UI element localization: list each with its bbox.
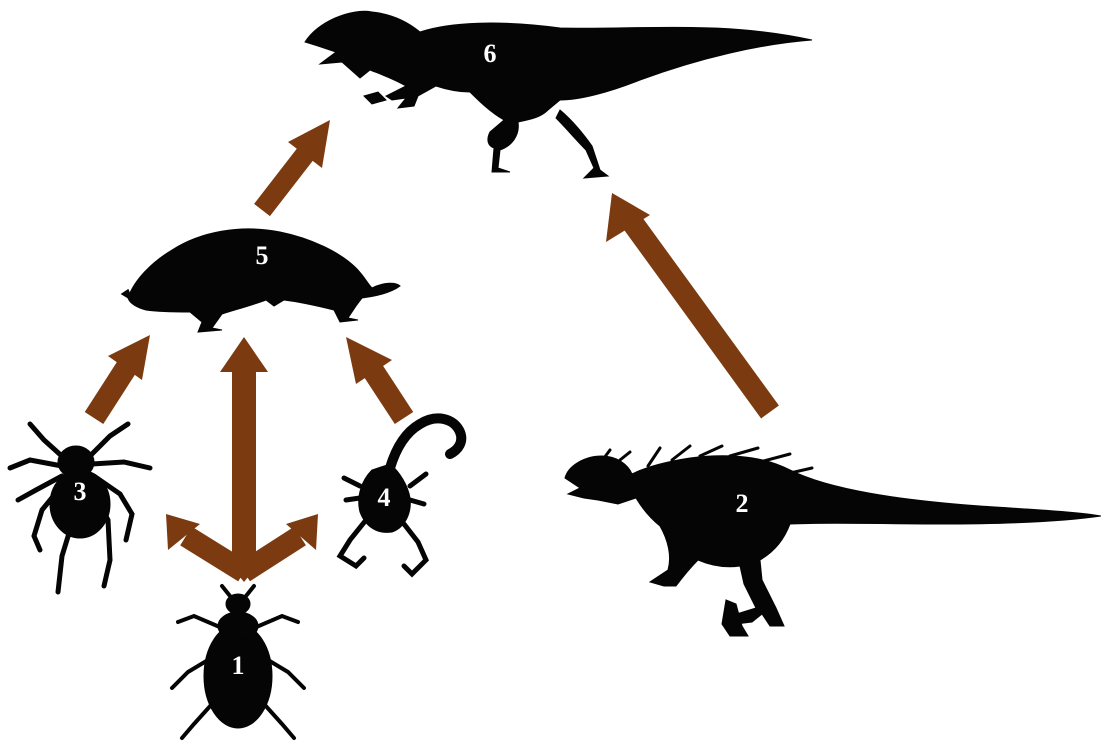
arrow-small-dinosaur-to-large-dinosaur <box>606 193 770 412</box>
arrow-beetle-to-mammal <box>220 337 268 568</box>
arrow-spider-to-mammal <box>94 335 150 418</box>
arrow-mammal-to-large-dinosaur <box>262 120 330 210</box>
label-spider: 3 <box>74 477 87 506</box>
scorpion-icon <box>340 418 461 574</box>
label-scorpion: 4 <box>378 483 391 512</box>
label-beetle: 1 <box>232 651 245 680</box>
theropod-icon <box>305 11 812 178</box>
label-mammal: 5 <box>256 241 269 270</box>
label-small-dinosaur: 2 <box>736 489 749 518</box>
feathered-dinosaur-icon <box>565 446 1101 636</box>
spider-icon <box>10 424 150 592</box>
arrow-scorpion-to-mammal <box>346 337 404 418</box>
label-large-dinosaur: 6 <box>484 39 497 68</box>
